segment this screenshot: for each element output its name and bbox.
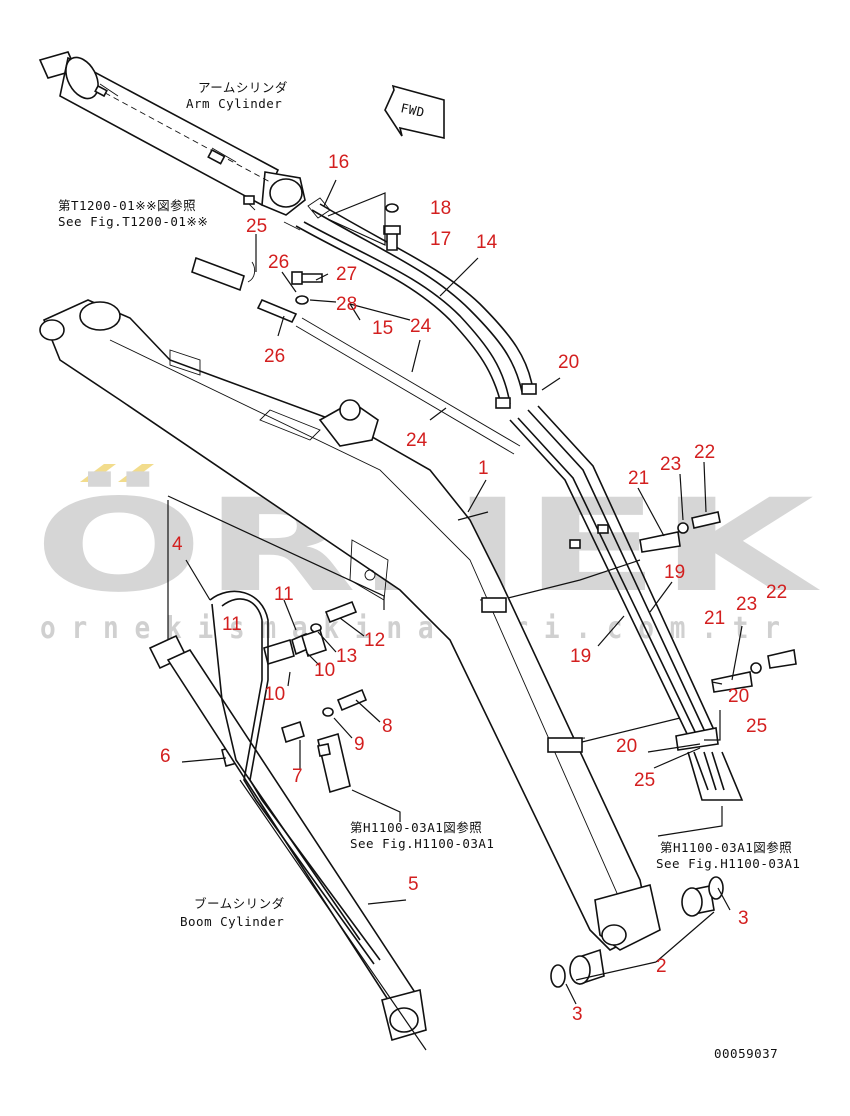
see-fig-t1200-en: See Fig.T1200-01※※ <box>58 214 208 229</box>
callout-24-top: 24 <box>410 316 432 337</box>
callout-22-top: 22 <box>694 442 715 463</box>
callout-1: 1 <box>478 458 489 479</box>
clamp-21-top <box>639 531 681 553</box>
bolt-12 <box>324 600 358 624</box>
boom <box>39 299 661 951</box>
see-fig-h1100-b-en: See Fig.H1100-03A1 <box>656 856 800 871</box>
boom-cylinder-en: Boom Cylinder <box>180 914 284 929</box>
leader-lines <box>167 179 743 1051</box>
callout-11-right: 11 <box>274 584 294 605</box>
bolt-22-top <box>691 511 721 529</box>
callout-26-bottom: 26 <box>264 346 285 367</box>
callout-6: 6 <box>160 746 171 767</box>
bolt-8 <box>336 688 368 712</box>
washer-9 <box>322 707 334 717</box>
callout-19-top: 19 <box>664 562 685 583</box>
clamp-21-mid <box>711 671 753 693</box>
callout-3-bottom: 3 <box>572 1004 583 1025</box>
see-fig-h1100-a-jp: 第H1100-03A1図参照 <box>350 820 482 835</box>
callout-16: 16 <box>328 152 349 173</box>
washer-28 <box>295 295 309 305</box>
callout-23-top: 23 <box>660 454 681 475</box>
callout-19-bottom: 19 <box>570 646 591 667</box>
arm-cylinder <box>38 51 306 216</box>
drawing-number: 00059037 <box>714 1046 778 1061</box>
boom-hoses <box>295 317 744 801</box>
callout-28: 28 <box>336 294 357 315</box>
pins-bushings <box>550 876 724 988</box>
arm-hoses <box>283 197 537 409</box>
callout-5: 5 <box>408 874 419 895</box>
callout-3-right: 3 <box>738 908 749 929</box>
callout-12: 12 <box>364 630 385 651</box>
callout-10-right: 10 <box>314 660 335 681</box>
callout-25-bottom: 25 <box>634 770 655 791</box>
callout-24-bottom: 24 <box>406 430 428 451</box>
callout-20-top: 20 <box>558 352 579 373</box>
callout-4: 4 <box>172 534 183 555</box>
callout-23-mid: 23 <box>736 594 757 615</box>
callout-8: 8 <box>382 716 393 737</box>
washer-18 <box>385 203 399 213</box>
callout-7: 7 <box>292 766 303 787</box>
callout-10-left: 10 <box>264 684 285 705</box>
boom-cylinder <box>166 590 427 1042</box>
callout-13: 13 <box>336 646 357 667</box>
callout-25-mid: 25 <box>746 716 767 737</box>
callout-18: 18 <box>430 198 451 219</box>
callouts: 16 18 17 14 25 26 27 28 15 24 26 20 24 1… <box>160 152 787 1025</box>
callout-25-top: 25 <box>246 216 267 237</box>
callout-26-top: 26 <box>268 252 289 273</box>
callout-17: 17 <box>430 229 451 250</box>
callout-22-mid: 22 <box>766 582 787 603</box>
bolt-22-mid <box>767 649 797 669</box>
watermark-url: o r n e k i s m a k i n a l a r i . c o … <box>40 611 780 646</box>
callout-15: 15 <box>372 318 393 339</box>
see-fig-t1200-jp: 第T1200-01※※図参照 <box>58 198 196 213</box>
callout-21-mid: 21 <box>704 608 725 629</box>
callout-20-mid: 20 <box>728 686 749 707</box>
clamp-11 <box>263 638 295 666</box>
callout-27: 27 <box>336 264 357 285</box>
watermark-accent-right <box>118 464 154 482</box>
callout-14: 14 <box>476 232 498 253</box>
arm-cylinder-en: Arm Cylinder <box>186 96 282 111</box>
clamp-7 <box>281 720 305 744</box>
washer-23-top <box>677 522 689 534</box>
callout-2: 2 <box>656 956 667 977</box>
fwd-label: FWD <box>399 100 426 120</box>
arm-cylinder-jp: アームシリンダ <box>198 80 288 95</box>
fwd-arrow-icon: FWD <box>384 84 445 140</box>
callout-9: 9 <box>354 734 365 755</box>
watermark-accent-left <box>80 464 116 482</box>
boom-cylinder-jp: ブームシリンダ <box>194 896 285 911</box>
callout-20-bottom: 20 <box>616 736 637 757</box>
notes: アームシリンダ Arm Cylinder 第T1200-01※※図参照 See … <box>58 80 800 1061</box>
washer-23-mid <box>750 662 762 674</box>
callout-21-top: 21 <box>628 468 649 489</box>
callout-11-left: 11 <box>222 614 242 635</box>
see-fig-h1100-b-jp: 第H1100-03A1図参照 <box>660 840 792 855</box>
see-fig-h1100-a-en: See Fig.H1100-03A1 <box>350 836 494 851</box>
